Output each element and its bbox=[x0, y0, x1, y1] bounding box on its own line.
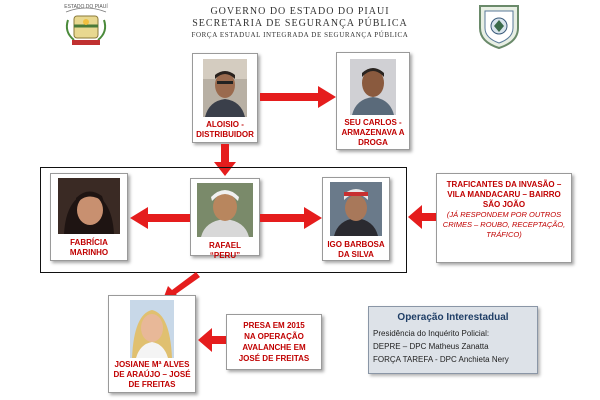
photo-aloisio bbox=[203, 59, 247, 117]
police-badge-icon bbox=[479, 5, 519, 50]
header-line-3: FORÇA ESTADUAL INTEGRADA DE SEGURANÇA PÚ… bbox=[191, 31, 409, 39]
label-rafael: RAFAEL “PERU” bbox=[209, 241, 241, 260]
label-fabricia-2: MARINHO bbox=[69, 248, 109, 257]
label-josiane-2: DE ARAÚJO – JOSÉ bbox=[113, 370, 191, 379]
traffickers-note-line-2: VILA MANDACARU – BAIRRO bbox=[447, 190, 561, 199]
traffickers-note-line-3: SÃO JOÃO bbox=[482, 200, 526, 209]
label-josiane-1: JOSIANE Mª ALVES bbox=[114, 360, 190, 369]
arrow-left-icon bbox=[198, 328, 226, 352]
left-logo: ESTADO DO PIAUÍ bbox=[56, 4, 116, 50]
arrest-note: PRESA EM 2015 NA OPERAÇÃO AVALANCHE EM J… bbox=[226, 314, 322, 370]
arrow-group-to-josiane bbox=[162, 272, 200, 302]
person-photo-icon bbox=[330, 182, 382, 236]
label-carlos-1: SEU CARLOS - bbox=[344, 118, 402, 127]
arrow-aloisio-to-carlos bbox=[260, 86, 336, 108]
traffickers-note-line-6: TRÁFICO) bbox=[486, 230, 522, 239]
operation-title: Operação Interestadual bbox=[397, 312, 509, 323]
arrow-note-to-group bbox=[408, 205, 436, 229]
operation-line-1: Presidência do Inquérito Policial: bbox=[373, 329, 490, 338]
card-carlos: SEU CARLOS - ARMAZENAVA A DROGA bbox=[336, 52, 410, 150]
card-fabricia: FABRÍCIA MARINHO bbox=[50, 173, 128, 261]
person-photo-icon bbox=[197, 183, 253, 237]
arrow-down-icon bbox=[214, 144, 236, 176]
arrow-diagonal-icon bbox=[162, 272, 200, 302]
arrow-right-icon bbox=[260, 86, 336, 108]
arrow-rafael-to-igo bbox=[260, 207, 322, 229]
photo-carlos bbox=[350, 59, 396, 115]
card-josiane: JOSIANE Mª ALVES DE ARAÚJO – JOSÉ DE FRE… bbox=[108, 295, 196, 393]
operation-box: Operação Interestadual Presidência do In… bbox=[368, 306, 538, 374]
person-photo-icon bbox=[58, 178, 120, 234]
arrest-note-line-3: AVALANCHE EM bbox=[242, 343, 306, 352]
label-josiane-3: DE FREITAS bbox=[128, 380, 176, 389]
card-igo: IGO BARBOSA DA SILVA bbox=[322, 177, 390, 261]
arrow-right-icon bbox=[260, 207, 322, 229]
operation-line-3: FORÇA TAREFA - DPC Anchieta Nery bbox=[373, 355, 509, 364]
arrest-note-line-1: PRESA EM 2015 bbox=[243, 321, 305, 330]
photo-igo bbox=[330, 182, 382, 236]
person-photo-icon bbox=[203, 59, 247, 117]
label-carlos-3: DROGA bbox=[358, 138, 388, 147]
group-frame bbox=[40, 167, 407, 273]
photo-josiane bbox=[130, 300, 174, 358]
header-line-1: GOVERNO DO ESTADO DO PIAUI bbox=[210, 6, 390, 17]
label-aloisio-2: DISTRIBUIDOR bbox=[196, 130, 254, 139]
piaui-coat-of-arms-icon bbox=[65, 7, 107, 45]
photo-fabricia bbox=[58, 178, 120, 234]
arrow-rafael-to-fabricia bbox=[130, 207, 190, 229]
arrow-arrest-note-to-josiane bbox=[198, 328, 226, 352]
arrow-left-icon bbox=[408, 205, 436, 229]
arrow-left-icon bbox=[130, 207, 190, 229]
arrest-note-line-2: NA OPERAÇÃO bbox=[244, 332, 304, 341]
left-logo-text: ESTADO DO PIAUÍ bbox=[64, 4, 108, 10]
header-line-2: SECRETARIA DE SEGURANÇA PÚBLICA bbox=[192, 18, 408, 29]
traffickers-note-line-4: (JÁ RESPONDEM POR OUTROS bbox=[446, 210, 562, 219]
traffickers-note-line-1: TRAFICANTES DA INVASÃO – bbox=[446, 180, 562, 189]
label-igo-2: DA SILVA bbox=[338, 250, 374, 259]
label-igo-1: IGO BARBOSA bbox=[327, 240, 385, 249]
label-aloisio-1: ALOISIO - bbox=[206, 120, 244, 129]
label-carlos-2: ARMAZENAVA A bbox=[341, 128, 405, 137]
arrow-aloisio-to-rafael bbox=[214, 144, 236, 176]
card-aloisio: ALOISIO - DISTRIBUIDOR bbox=[192, 53, 258, 143]
traffickers-note-line-5: CRIMES – ROUBO, RECEPTAÇÃO, bbox=[442, 220, 566, 229]
label-fabricia-1: FABRÍCIA bbox=[70, 238, 108, 247]
person-photo-icon bbox=[130, 300, 174, 358]
person-photo-icon bbox=[350, 59, 396, 115]
right-logo bbox=[474, 2, 524, 50]
traffickers-note: TRAFICANTES DA INVASÃO – VILA MANDACARU … bbox=[436, 173, 572, 263]
photo-rafael bbox=[197, 183, 253, 237]
arrest-note-line-4: JOSÉ DE FREITAS bbox=[238, 354, 310, 363]
card-rafael: RAFAEL “PERU” bbox=[190, 178, 260, 260]
operation-line-2: DEPRE – DPC Matheus Zanatta bbox=[373, 342, 489, 351]
